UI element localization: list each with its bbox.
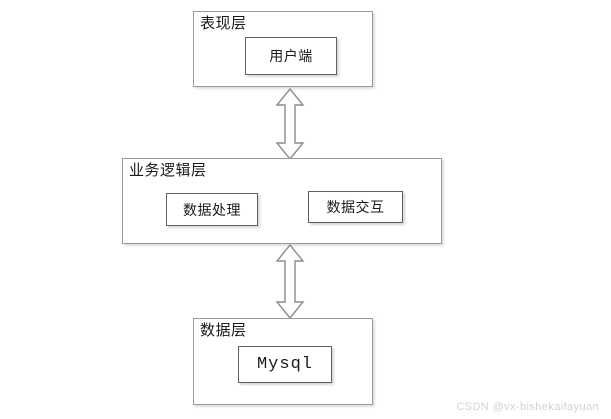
node-client: 用户端 xyxy=(245,37,337,75)
node-label-data-process: 数据处理 xyxy=(183,203,241,219)
connector-presentation-business-arrow xyxy=(275,87,305,161)
node-data-process: 数据处理 xyxy=(166,193,258,226)
layer-title-presentation: 表现层 xyxy=(200,16,247,32)
node-mysql: Mysql xyxy=(238,346,332,383)
node-label-client: 用户端 xyxy=(269,50,313,65)
node-data-exchange: 数据交互 xyxy=(308,191,403,223)
double-headed-arrow-icon xyxy=(275,87,305,161)
layer-box-business: 业务逻辑层 数据处理 数据交互 xyxy=(122,158,442,244)
layer-box-data: 数据层 Mysql xyxy=(193,318,373,405)
node-label-data-exchange: 数据交互 xyxy=(326,201,385,216)
node-label-mysql: Mysql xyxy=(256,355,313,374)
layer-title-business: 业务逻辑层 xyxy=(129,163,207,179)
layer-box-presentation: 表现层 用户端 xyxy=(193,11,373,87)
connector-business-data-arrow xyxy=(275,243,305,320)
layer-title-data: 数据层 xyxy=(200,323,247,339)
watermark-text: CSDN @vx-bishekaifayuan xyxy=(456,401,599,413)
double-headed-arrow-icon xyxy=(275,243,305,320)
